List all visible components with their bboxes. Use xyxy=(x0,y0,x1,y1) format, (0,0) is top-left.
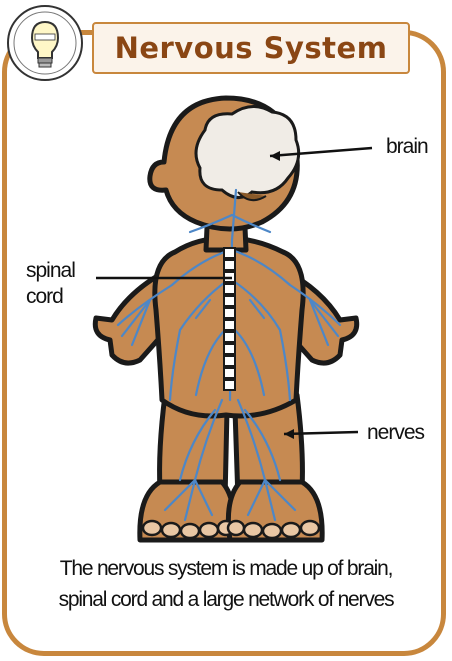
caption-line2: spinal cord and a large network of nerve… xyxy=(20,584,432,615)
caption: The nervous system is made up of brain, … xyxy=(20,553,432,615)
label-spinal-line2: cord xyxy=(26,284,75,310)
label-spinal-cord: spinal cord xyxy=(26,258,75,310)
label-brain: brain xyxy=(386,134,428,160)
label-spinal-line1: spinal xyxy=(26,258,75,284)
caption-line1: The nervous system is made up of brain, xyxy=(20,553,432,584)
label-nerves: nerves xyxy=(367,420,424,446)
